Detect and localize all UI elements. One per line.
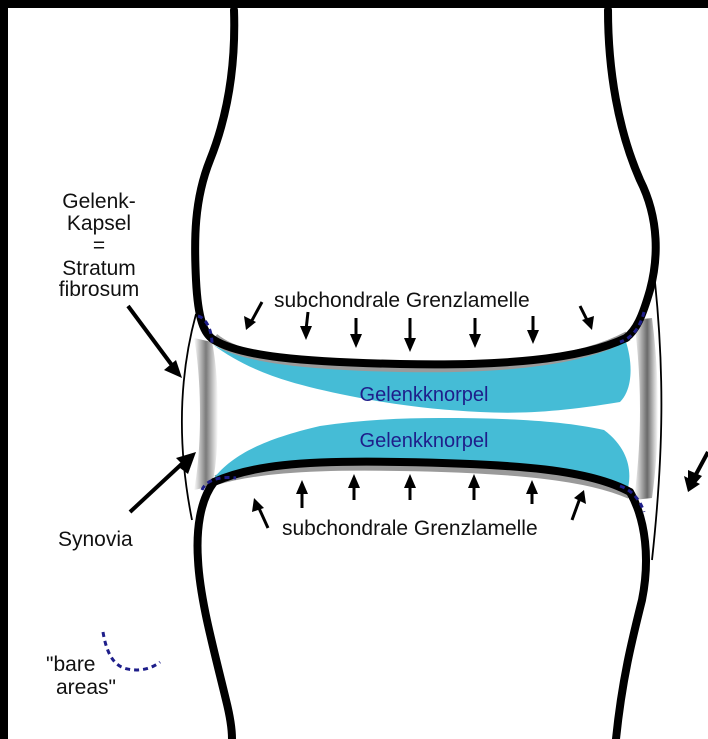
grenzlamelle-bottom-label: subchondrale Grenzlamelle	[282, 517, 538, 540]
synovia-right	[634, 318, 658, 500]
capsule-label-line: Stratum	[62, 257, 136, 280]
bare-areas-label-line: areas"	[56, 676, 116, 699]
synovia-label: Synovia	[58, 528, 133, 551]
arrow-down	[527, 316, 539, 344]
grenzlamelle-top-label: subchondrale Grenzlamelle	[274, 289, 530, 312]
arrow-down	[404, 318, 416, 352]
capsule-label: Gelenk- Kapsel = Stratum fibrosum	[59, 190, 140, 301]
upper-bone-left-outline	[195, 10, 234, 340]
arrow-up	[468, 474, 480, 500]
joint-capsule-left	[182, 314, 196, 520]
cartilage-top-label: Gelenkknorpel	[360, 384, 489, 406]
arrow-down	[350, 318, 362, 348]
bare-areas-label-line: "bare	[46, 653, 96, 676]
arrow-up	[404, 474, 416, 500]
arrow-up	[526, 480, 538, 504]
capsule-label-line: Gelenk-	[62, 190, 136, 213]
bare-area-legend-sample	[103, 632, 160, 670]
arrow-down	[244, 302, 262, 330]
arrow-up	[252, 498, 268, 528]
capsule-label-line: fibrosum	[59, 278, 140, 301]
capsule-pointer-arrow	[128, 306, 182, 378]
edge-pointer-arrow	[684, 452, 708, 492]
bare-areas-label: "bare areas"	[46, 653, 116, 699]
lower-bone-right-outline	[616, 492, 646, 739]
arrow-up	[296, 480, 308, 508]
arrow-down	[580, 306, 594, 330]
upper-bone-right-outline	[608, 10, 656, 338]
capsule-label-line: =	[93, 234, 105, 257]
arrow-up	[572, 490, 586, 520]
cartilage-bottom-label: Gelenkknorpel	[360, 430, 489, 452]
capsule-label-line: Kapsel	[67, 212, 131, 235]
arrow-down	[469, 318, 481, 348]
synovia-left	[194, 338, 218, 490]
lower-bone-left-outline	[198, 482, 232, 739]
arrow-up	[348, 474, 360, 500]
arrow-down	[300, 312, 312, 340]
